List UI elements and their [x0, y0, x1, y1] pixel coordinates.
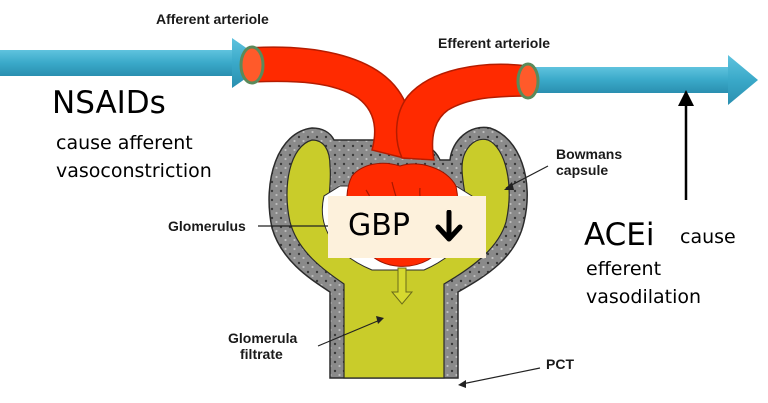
- afferent-vessel-opening: [239, 45, 265, 85]
- acei-line1: efferent: [586, 258, 662, 280]
- glomerula-label-line1: Glomerula: [228, 330, 298, 346]
- pct-leader-head: [458, 380, 466, 388]
- pct-label: PCT: [546, 356, 574, 372]
- efferent-vessel-opening: [516, 62, 540, 100]
- efferent-vessel: [395, 63, 529, 161]
- down-arrow-icon: [435, 210, 463, 242]
- acei-up-arrow-icon: [678, 90, 694, 106]
- acei-line2: vasodilation: [586, 286, 702, 308]
- bowmans-label-line2: capsule: [556, 162, 609, 178]
- glomerula-leader: [317, 319, 381, 347]
- nsaids-line1: cause afferent: [56, 132, 193, 154]
- glomerulus-label: Glomerulus: [168, 218, 246, 234]
- nsaids-title: NSAIDs: [52, 85, 166, 121]
- glomerula-label-line2: filtrate: [240, 346, 283, 362]
- efferent-arteriole-label: Efferent arteriole: [438, 35, 551, 51]
- efferent-blue-arrow: [520, 55, 758, 105]
- gbp-label: GBP: [348, 208, 410, 243]
- acei-title: ACEi: [584, 217, 655, 253]
- pct-leader: [461, 367, 541, 385]
- nsaids-line2: vasoconstriction: [56, 160, 212, 182]
- acei-suffix: cause: [680, 226, 736, 248]
- filtrate-arrow: [390, 267, 414, 305]
- glomerula-leader-head: [376, 316, 384, 324]
- afferent-blue-arrow: [0, 38, 268, 88]
- bowmans-label-line1: Bowmans: [556, 146, 623, 162]
- bowmans-leader: [505, 165, 549, 189]
- afferent-arteriole-label: Afferent arteriole: [156, 11, 269, 27]
- bowmans-leader-head: [504, 182, 514, 190]
